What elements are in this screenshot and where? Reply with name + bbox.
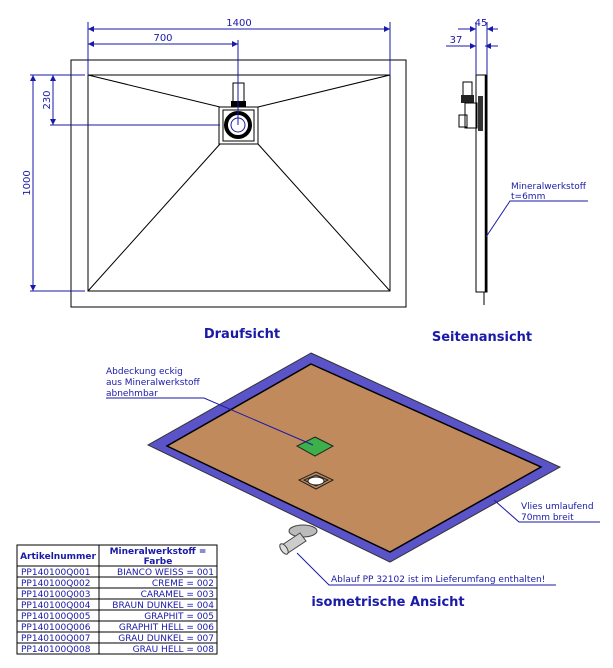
- fleece-note-line1: Vlies umlaufend: [521, 502, 594, 512]
- material-note-line1: Mineralwerkstoff: [511, 182, 587, 192]
- top-view: 1400 700 1000 230 Draufsicht: [22, 18, 407, 342]
- material-note-line2: t=6mm: [511, 192, 545, 202]
- slope-lines: [87, 74, 391, 292]
- color-cell: GRAU DUNKEL = 007: [118, 634, 214, 644]
- side-drain-icon: [458, 81, 483, 131]
- color-cell: CREME = 002: [152, 579, 214, 589]
- article-number-cell: PP140100Q003: [21, 590, 90, 600]
- tray-surface: [165, 363, 543, 553]
- dim-total-height: 45: [475, 18, 488, 29]
- dim-drain-x: 700: [153, 33, 172, 44]
- drain-note: Ablauf PP 32102 ist im Lieferumfang enth…: [331, 575, 545, 585]
- header-material-line1: Mineralwerkstoff =: [110, 547, 207, 557]
- side-view-title: Seitenansicht: [432, 330, 532, 345]
- article-number-cell: PP140100Q008: [21, 645, 91, 655]
- article-table: Artikelnummer Mineralwerkstoff = Farbe P…: [16, 544, 218, 655]
- color-cell: GRAPHIT HELL = 006: [119, 623, 214, 633]
- fleece-note-line2: 70mm breit: [521, 513, 574, 523]
- tray-inner-outline: [87, 74, 391, 292]
- dim-drain-y: 230: [42, 90, 53, 109]
- dim-width: 1400: [226, 18, 251, 29]
- cover-note-line1: Abdeckung eckig: [106, 367, 183, 377]
- drain-opening-icon: [297, 471, 335, 490]
- iso-view-title: isometrische Ansicht: [311, 595, 464, 610]
- fleece-leader: [493, 499, 600, 523]
- color-cell: BRAUN DUNKEL = 004: [112, 601, 214, 611]
- article-number-cell: PP140100Q004: [21, 601, 91, 611]
- iso-view: Abdeckung eckig aus Mineralwerkstoff abn…: [106, 352, 600, 610]
- cover-leader: [106, 397, 314, 446]
- side-view: 45 37 Mineralwerkstoff t=6mm Seitenansic…: [432, 18, 588, 345]
- material-leader: [485, 200, 588, 238]
- color-cell: BIANCO WEISS = 001: [117, 568, 214, 578]
- article-number-cell: PP140100Q005: [21, 612, 90, 622]
- top-view-title: Draufsicht: [204, 327, 280, 342]
- article-number-cell: PP140100Q002: [21, 579, 90, 589]
- color-cell: GRAU HELL = 008: [133, 645, 215, 655]
- cover-note-line3: abnehmbar: [106, 389, 158, 399]
- dim-length: 1000: [22, 170, 33, 195]
- drain-pipe-icon: [279, 524, 318, 555]
- color-cell: CARAMEL = 003: [141, 590, 214, 600]
- cover-note-line2: aus Mineralwerkstoff: [106, 378, 201, 388]
- header-article-number: Artikelnummer: [20, 552, 96, 562]
- article-number-cell: PP140100Q006: [21, 623, 91, 633]
- color-cell: GRAPHIT = 005: [144, 612, 214, 622]
- header-material-line2: Farbe: [144, 557, 173, 567]
- article-number-cell: PP140100Q007: [21, 634, 90, 644]
- dim-base-height: 37: [450, 35, 463, 46]
- drain-leader: [296, 552, 556, 586]
- article-number-cell: PP140100Q001: [21, 568, 90, 578]
